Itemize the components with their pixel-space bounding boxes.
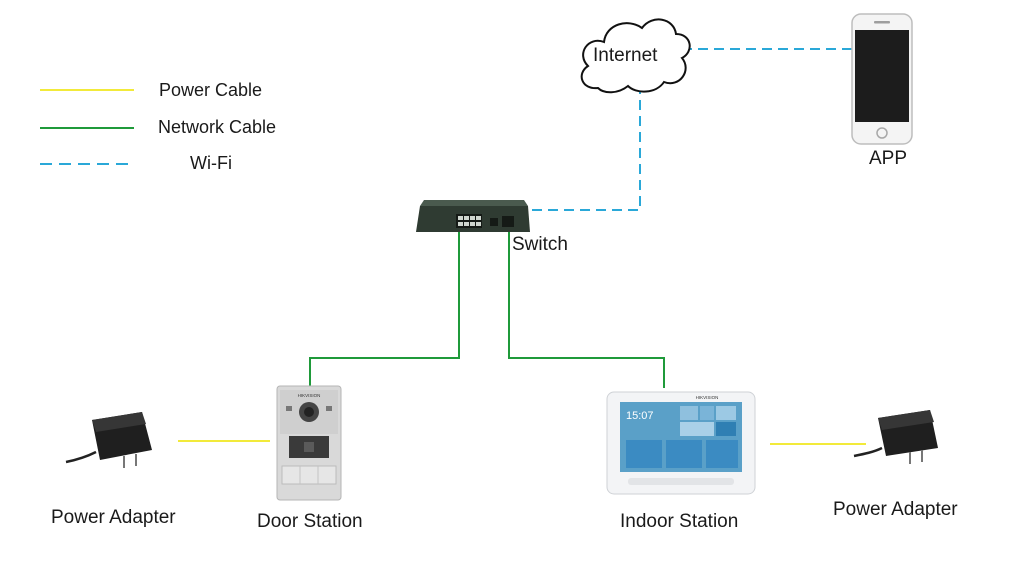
legend-label-power-cable: Power Cable: [159, 80, 263, 100]
power-adapter-left-icon: [65, 412, 152, 468]
power-adapter-left-label: Power Adapter: [51, 507, 176, 528]
door-station-brand: HIKVISION: [298, 393, 321, 398]
smartphone-icon: [851, 13, 913, 145]
indoor-station-label: Indoor Station: [620, 511, 739, 532]
door-station-icon: HIKVISION: [276, 385, 342, 501]
internet-label: Internet: [593, 45, 658, 66]
power-adapter-right-label: Power Adapter: [833, 499, 958, 520]
wifi-link-switch-internet: [532, 92, 641, 211]
network-switch-icon: [416, 200, 530, 232]
legend-label-wifi: Wi-Fi: [190, 153, 232, 173]
app-label: APP: [869, 148, 908, 169]
door-station-label: Door Station: [257, 511, 363, 532]
indoor-station-brand: HIKVISION: [696, 395, 719, 400]
indoor-station-icon: 15:07 HIKVISION: [606, 391, 756, 495]
internet-cloud: [580, 18, 691, 94]
network-link-indoor-station: [508, 232, 665, 388]
indoor-station-clock: 15:07: [626, 410, 654, 422]
power-adapter-right-icon: [853, 410, 938, 464]
network-link-door-station: [309, 232, 460, 386]
legend-label-network-cable: Network Cable: [158, 117, 277, 137]
switch-label: Switch: [512, 234, 568, 255]
